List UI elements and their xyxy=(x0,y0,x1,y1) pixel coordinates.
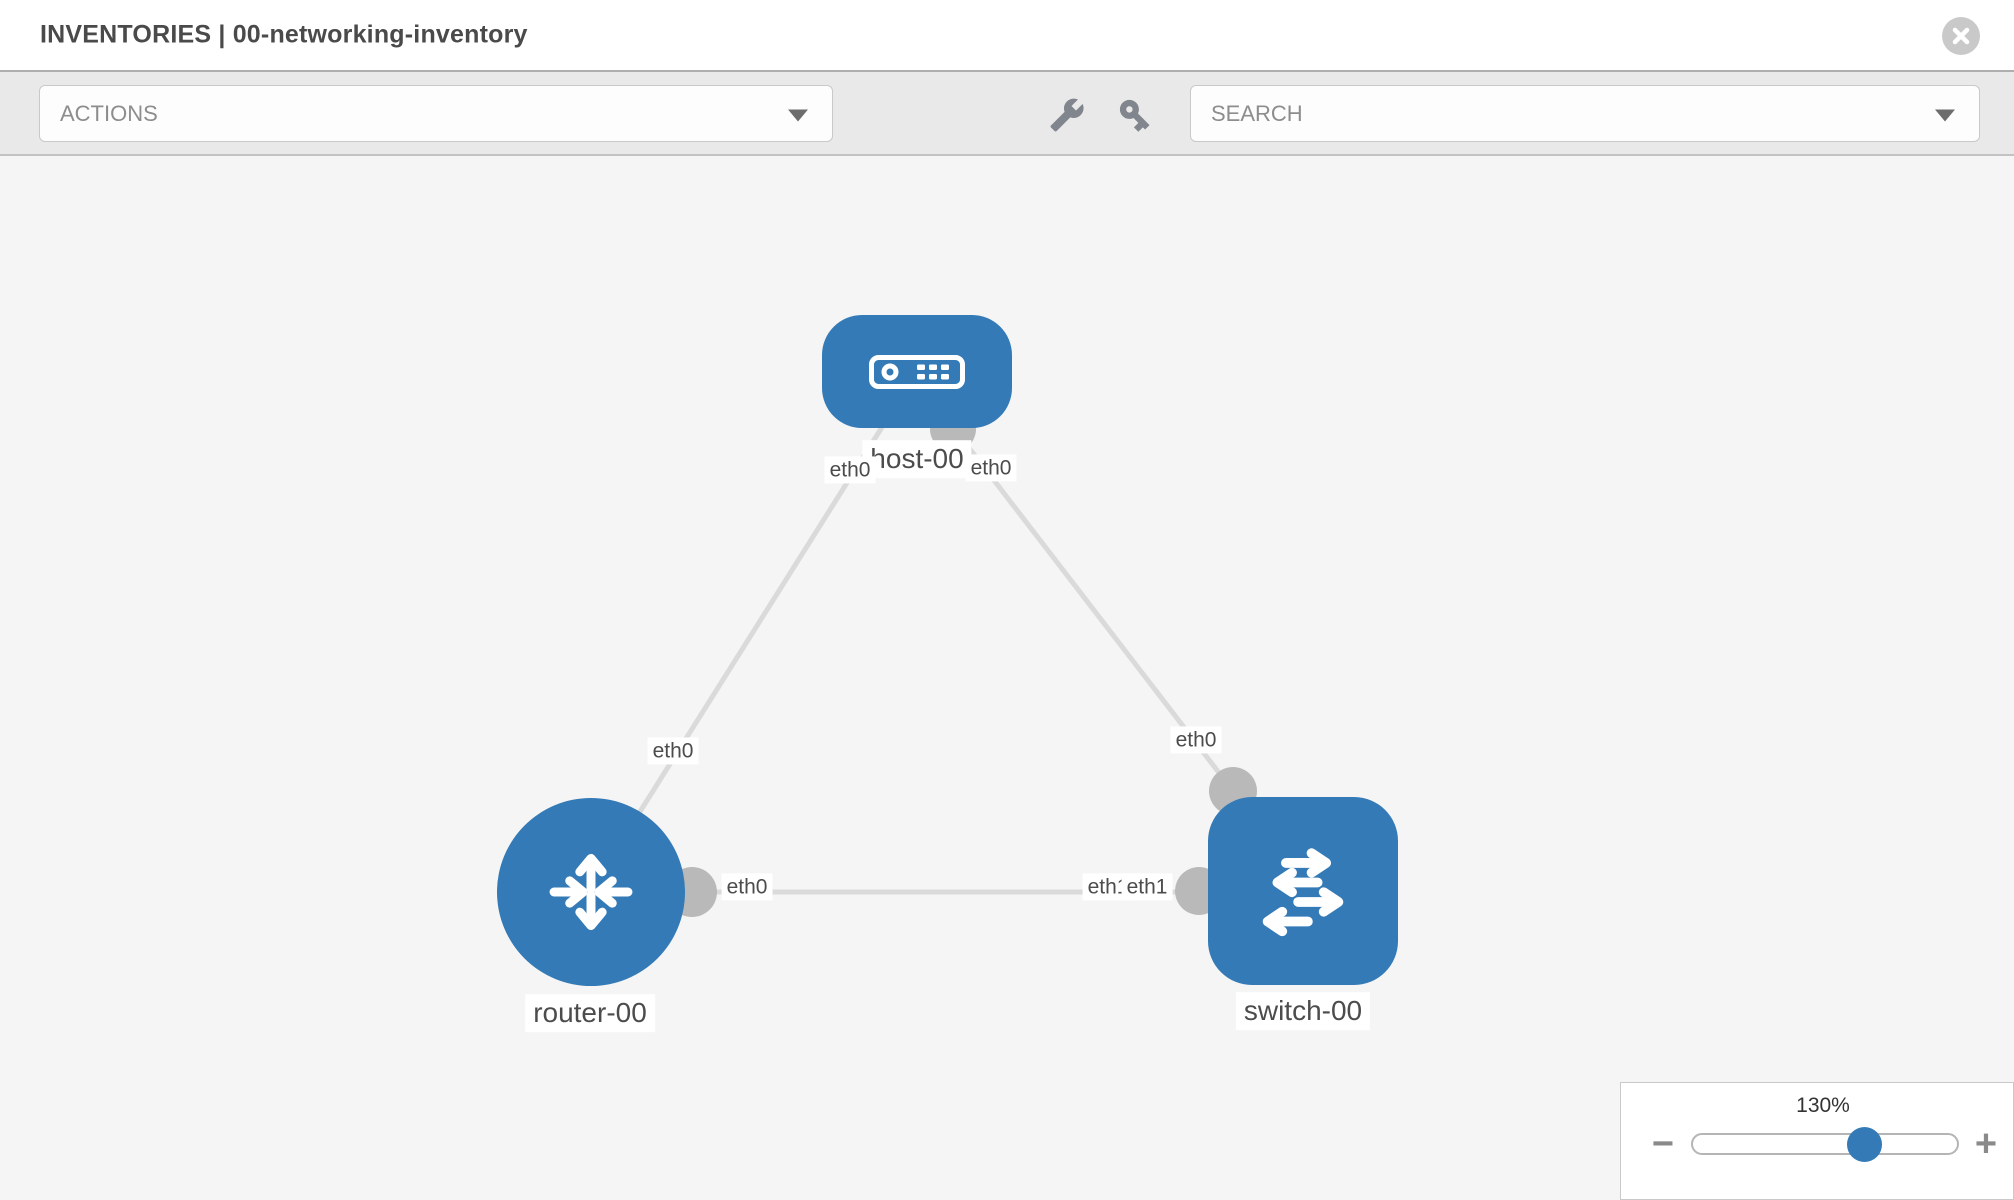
page-title: INVENTORIES | 00-networking-inventory xyxy=(40,20,528,49)
caret-down-icon xyxy=(1935,108,1955,121)
close-icon xyxy=(1952,27,1970,45)
zoom-in-button[interactable]: + xyxy=(1974,1123,1998,1165)
node-router-00[interactable] xyxy=(497,798,685,986)
close-button[interactable] xyxy=(1942,17,1980,55)
router-icon xyxy=(549,853,633,931)
credentials-button[interactable] xyxy=(1112,92,1158,138)
zoom-slider-track[interactable] xyxy=(1691,1133,1959,1155)
node-label-host: host-00 xyxy=(862,440,972,478)
switch-icon xyxy=(1262,848,1344,937)
if-label-host-right: eth0 xyxy=(965,454,1017,482)
key-icon xyxy=(1119,99,1150,132)
actions-dropdown-label: ACTIONS xyxy=(60,100,158,126)
zoom-slider-handle[interactable] xyxy=(1847,1127,1882,1162)
node-switch-00[interactable] xyxy=(1208,797,1398,985)
zoom-control-panel: 130% − + xyxy=(1620,1082,2014,1200)
toolbar: ACTIONS SEARCH xyxy=(0,72,2014,156)
zoom-out-button[interactable]: − xyxy=(1651,1123,1675,1165)
node-host-00[interactable] xyxy=(822,315,1012,428)
node-label-router: router-00 xyxy=(525,994,655,1032)
zoom-level-value: 130% xyxy=(1796,1094,1850,1117)
caret-down-icon xyxy=(788,108,808,121)
topology-canvas[interactable]: host-00 router-00 switch-00 eth0 eth0 et… xyxy=(0,158,2014,1200)
if-label-switch-left: eth1 xyxy=(1121,873,1173,901)
if-label-router-top: eth0 xyxy=(647,737,699,765)
actions-dropdown[interactable]: ACTIONS xyxy=(39,85,833,142)
wrench-icon xyxy=(1050,98,1084,132)
if-label-switch-top: eth0 xyxy=(1170,726,1222,754)
header: INVENTORIES | 00-networking-inventory xyxy=(0,0,2014,72)
search-dropdown[interactable]: SEARCH xyxy=(1190,85,1980,142)
if-label-router-right: eth0 xyxy=(721,873,773,901)
tools-button[interactable] xyxy=(1044,92,1090,138)
if-label-host-left: eth0 xyxy=(824,456,876,484)
host-icon xyxy=(869,354,965,389)
node-label-switch: switch-00 xyxy=(1235,992,1371,1030)
links-layer xyxy=(633,406,1257,917)
search-dropdown-label: SEARCH xyxy=(1211,100,1303,126)
